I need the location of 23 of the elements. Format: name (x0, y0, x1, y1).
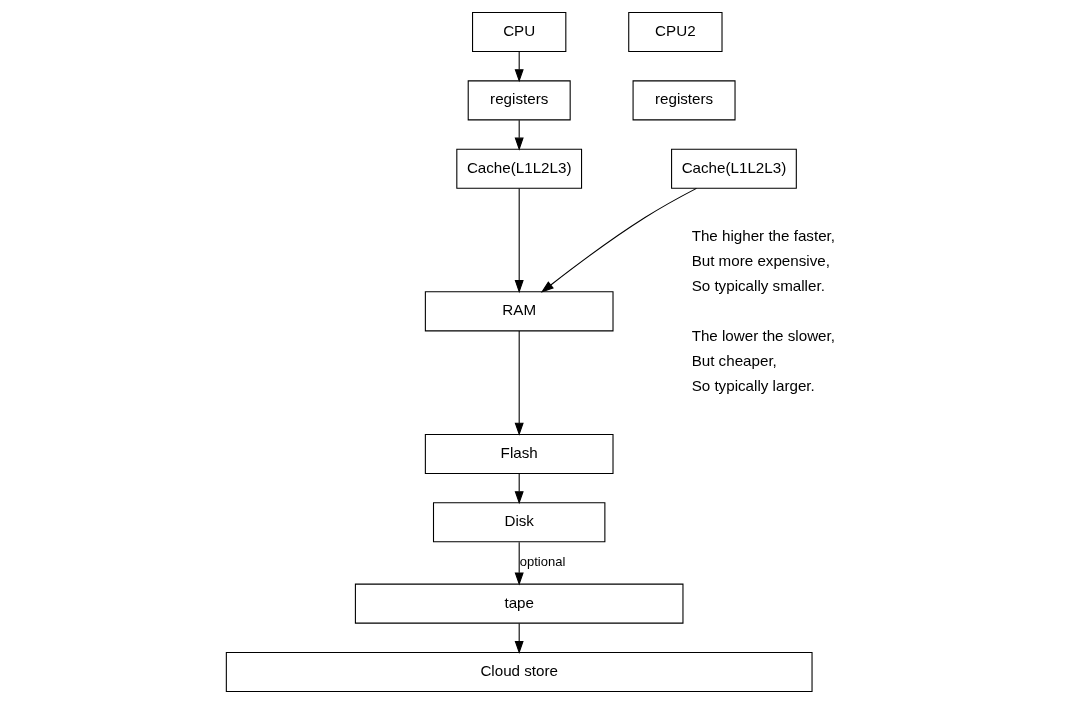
arrow (540, 187, 697, 293)
node-box: Cloud store (225, 651, 813, 693)
label: But more expensive, (691, 251, 830, 269)
label: So typically smaller. (691, 276, 825, 294)
arrow (514, 187, 524, 294)
node-box: Cache(L1L2L3) (670, 148, 797, 189)
node-box: tape (354, 583, 683, 624)
node-box: RAM (424, 291, 614, 332)
node-box: Flash (424, 433, 614, 475)
arrow (514, 541, 524, 586)
label: The lower the slower, (691, 326, 835, 344)
node-box: CPU (471, 11, 566, 53)
node-box: Disk (432, 502, 605, 543)
label: The higher the faster, (691, 227, 835, 245)
node-box: registers (632, 80, 736, 121)
node-box: Cache(L1L2L3) (455, 148, 582, 189)
edge-label: optional (519, 554, 565, 570)
label: But cheaper, (691, 351, 777, 369)
node-box: registers (467, 80, 571, 121)
arrow (514, 119, 524, 151)
label: So typically larger. (691, 376, 815, 394)
arrow (514, 330, 524, 436)
node-box: CPU2 (627, 11, 723, 53)
